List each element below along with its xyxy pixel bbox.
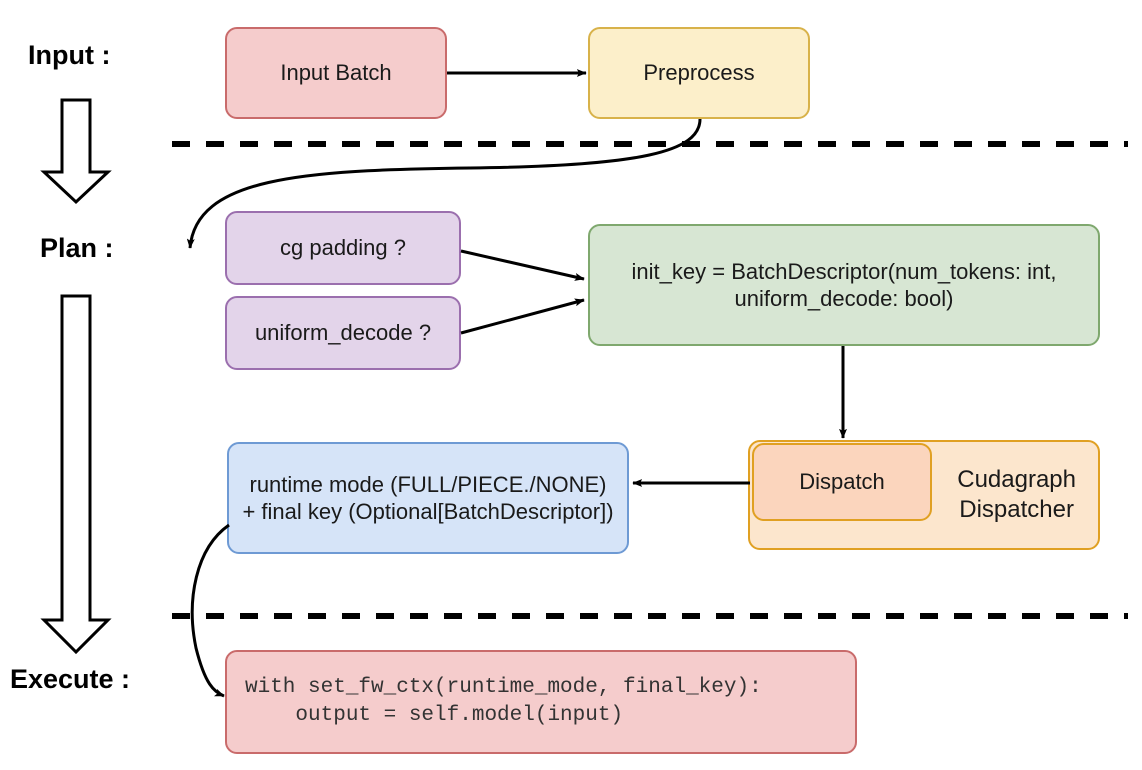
stage-label-execute: Execute : <box>10 664 131 694</box>
node-input-batch-label: Input Batch <box>280 60 392 86</box>
node-execute-code-label: with set_fw_ctx(runtime_mode, final_key)… <box>245 675 762 727</box>
arrow-cg-padding-to-init-key <box>460 249 585 281</box>
arrow-uniform-decode-to-init-key <box>460 298 585 335</box>
node-execute-code[interactable]: with set_fw_ctx(runtime_mode, final_key)… <box>225 650 857 754</box>
node-runtime-mode[interactable]: runtime mode (FULL/PIECE./NONE) + final … <box>227 442 629 554</box>
node-runtime-mode-label: runtime mode (FULL/PIECE./NONE) + final … <box>242 471 614 525</box>
node-init-key[interactable]: init_key = BatchDescriptor(num_tokens: i… <box>588 224 1100 346</box>
arrow-runtime-mode-to-execute <box>190 523 230 698</box>
stage-label-input: Input : <box>28 40 111 70</box>
node-cg-padding[interactable]: cg padding ? <box>225 211 461 285</box>
node-init-key-label: init_key = BatchDescriptor(num_tokens: i… <box>631 258 1057 312</box>
node-dispatch-label: Dispatch <box>799 469 885 495</box>
stage-arrow-input-to-plan <box>40 98 112 205</box>
node-preprocess[interactable]: Preprocess <box>588 27 810 119</box>
node-input-batch[interactable]: Input Batch <box>225 27 447 119</box>
node-uniform-decode[interactable]: uniform_decode ? <box>225 296 461 370</box>
node-cudagraph-dispatcher-label: Cudagraph Dispatcher <box>957 466 1076 523</box>
node-cg-padding-label: cg padding ? <box>280 235 406 261</box>
stage-arrow-plan-to-execute <box>40 294 112 655</box>
stage-label-plan: Plan : <box>40 233 114 263</box>
node-preprocess-label: Preprocess <box>643 60 755 86</box>
node-uniform-decode-label: uniform_decode ? <box>254 320 432 346</box>
node-dispatch[interactable]: Dispatch <box>752 443 932 521</box>
